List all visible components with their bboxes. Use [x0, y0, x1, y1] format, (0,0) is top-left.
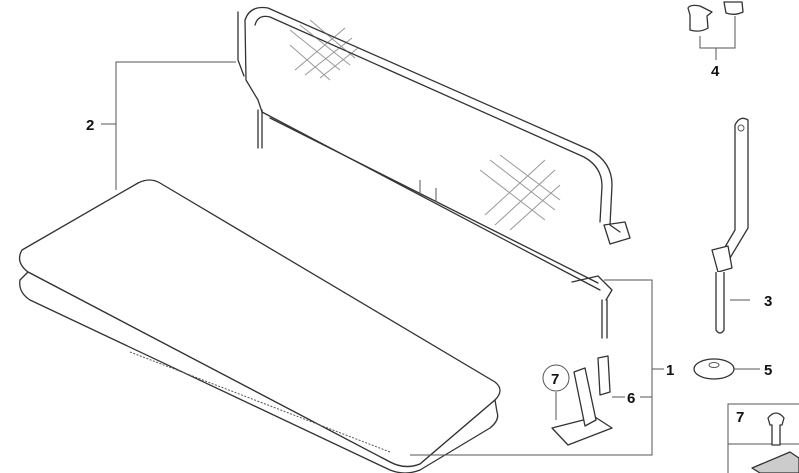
callout-6: 6 — [627, 390, 635, 407]
leader-lines — [101, 16, 760, 456]
mesh-texture — [289, 19, 561, 231]
callout-4: 4 — [711, 63, 720, 80]
bracket-rod — [711, 117, 749, 334]
washer — [693, 358, 735, 380]
inset-label-7: 7 — [736, 409, 744, 426]
inset-box-bolt — [727, 403, 799, 473]
callout-7: 7 — [551, 371, 559, 388]
callout-circle-7 — [542, 364, 570, 392]
seat-cushion — [18, 179, 501, 473]
cap-parts — [687, 1, 744, 32]
callout-3: 3 — [764, 293, 772, 310]
mounting-bracket — [551, 355, 613, 446]
backrest-frame — [237, 6, 631, 339]
callout-2: 2 — [86, 117, 94, 134]
callout-5: 5 — [764, 362, 772, 379]
callout-1: 1 — [666, 362, 674, 379]
